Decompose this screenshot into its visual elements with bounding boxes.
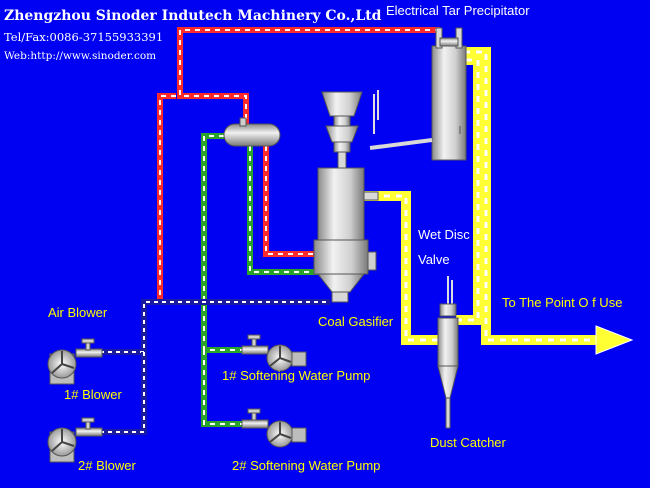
softening-water-pump-1[interactable] — [241, 334, 307, 372]
blower-2[interactable] — [47, 417, 103, 463]
label-pump-2: 2# Softening Water Pump — [232, 458, 380, 473]
label-blower-2: 2# Blower — [78, 458, 136, 473]
dust-catcher[interactable] — [437, 276, 459, 429]
label-tar-precipitator: Electrical Tar Precipitator — [386, 3, 530, 18]
softening-water-pump-2[interactable] — [241, 408, 307, 448]
gasifier-top-pipe — [369, 138, 433, 150]
company-website: Web:http://www.sinoder.com — [4, 50, 156, 62]
water-pipeline — [201, 133, 318, 427]
label-wet-disc: Wet Disc — [418, 227, 470, 242]
tar-precipitator[interactable] — [431, 27, 467, 161]
label-coal-gasifier: Coal Gasifier — [318, 314, 394, 329]
gas-pipeline — [360, 47, 634, 355]
contact-tel-fax: Tel/Fax:0086-37155933391 — [4, 30, 163, 44]
label-air-blower: Air Blower — [48, 305, 108, 320]
red-pipeline — [157, 27, 440, 300]
blower-1[interactable] — [47, 338, 103, 385]
label-blower-1: 1# Blower — [64, 387, 122, 402]
coal-gasifier[interactable] — [313, 90, 379, 303]
label-valve: Valve — [418, 252, 450, 267]
label-dust-catcher: Dust Catcher — [430, 435, 507, 450]
company-name: Zhengzhou Sinoder Indutech Machinery Co.… — [4, 8, 382, 24]
air-pipeline — [100, 299, 330, 435]
label-point-of-use: To The Point O f Use — [502, 295, 622, 310]
flow-arrow-icon — [595, 325, 634, 355]
steam-drum[interactable] — [223, 117, 281, 147]
label-pump-1: 1# Softening Water Pump — [222, 368, 370, 383]
